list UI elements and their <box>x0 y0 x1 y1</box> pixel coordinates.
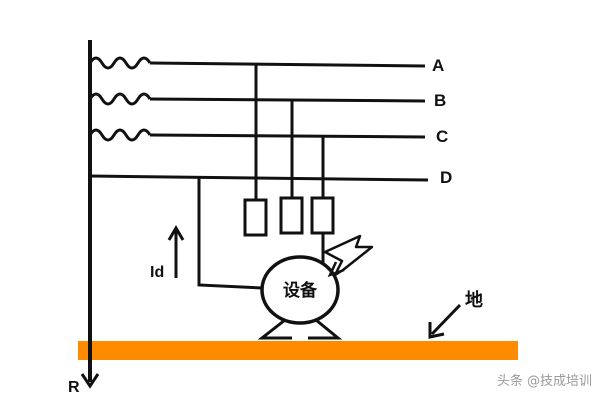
current-arrow-icon <box>167 225 185 241</box>
ground-pointer <box>430 303 462 336</box>
line-label-c: C <box>436 127 448 146</box>
fuse-a <box>243 198 268 237</box>
line-c <box>149 133 426 139</box>
fuse-b <box>279 196 304 235</box>
line-a <box>149 61 426 68</box>
device-foot-left <box>257 318 292 340</box>
ground-label: 地 <box>465 289 483 311</box>
device-foot-right <box>308 318 343 340</box>
fault-bolt-icon <box>323 234 374 277</box>
winding-b <box>88 92 152 106</box>
pe-conductor <box>197 177 263 290</box>
device-body <box>260 255 340 325</box>
ground-bar <box>78 341 518 360</box>
winding-a <box>88 56 152 70</box>
device-label: 设备 <box>283 280 318 301</box>
line-label-a: A <box>432 56 444 75</box>
grounding-arrow-icon <box>80 373 100 389</box>
current-label: Id <box>150 264 164 281</box>
winding-c <box>88 128 152 142</box>
line-d <box>89 174 429 182</box>
ground-pointer-icon <box>428 322 445 339</box>
fault-bolt-tip <box>327 261 345 278</box>
line-label-b: B <box>434 91 446 110</box>
ground-wire-label: R <box>68 379 80 396</box>
line-label-d: D <box>440 168 452 187</box>
line-b <box>149 97 426 103</box>
fuse-c <box>310 196 335 235</box>
watermark: 头条 @技成培训 <box>497 373 592 389</box>
